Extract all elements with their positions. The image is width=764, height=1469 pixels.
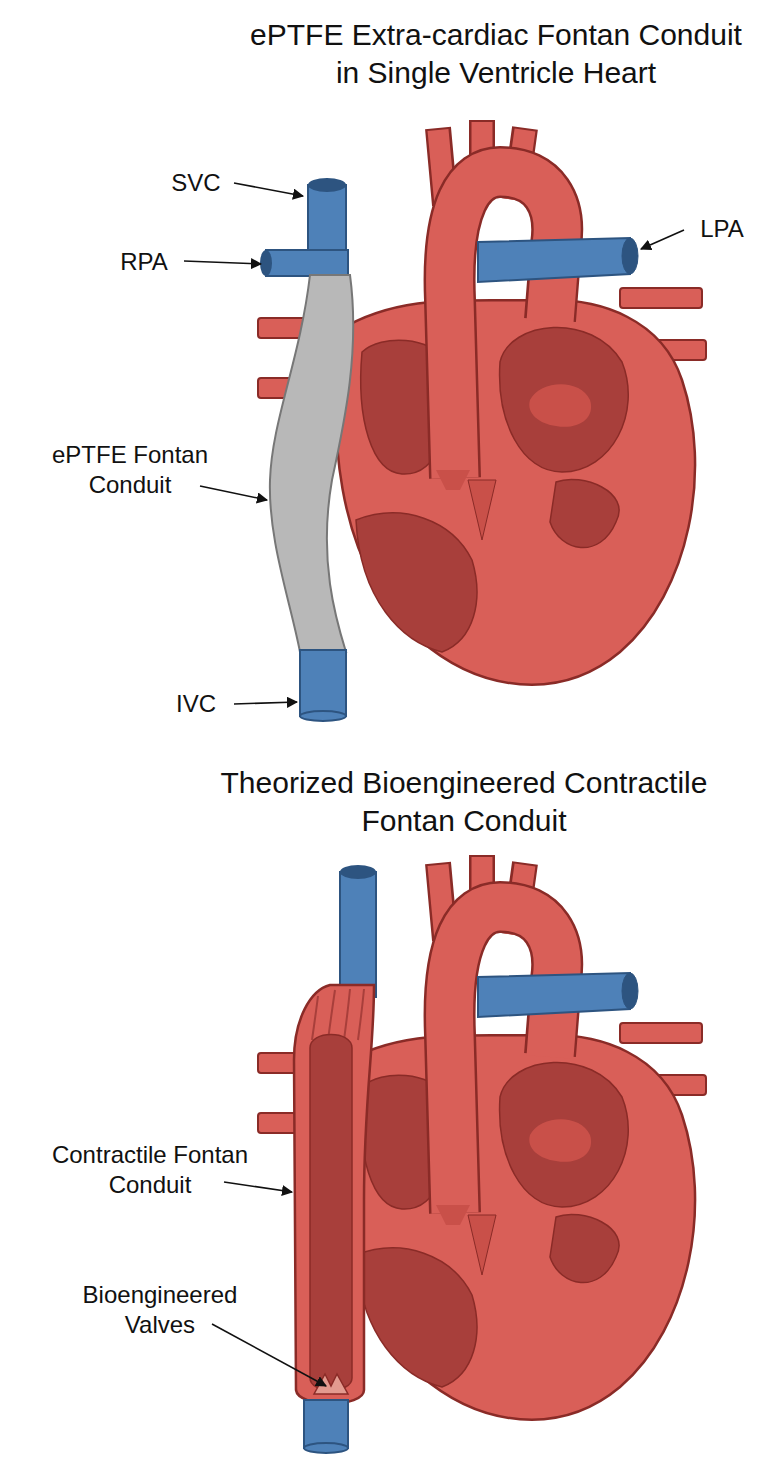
figure-heading: Theorized Bioengineered Contractile Font… xyxy=(196,764,732,840)
leader-line xyxy=(641,230,684,249)
leader-line xyxy=(224,1182,292,1192)
part-label: Contractile Fontan Conduit xyxy=(24,1140,276,1200)
leader-line xyxy=(234,183,303,196)
part-label: RPA xyxy=(106,247,182,277)
leader-line xyxy=(200,486,267,500)
leader-line xyxy=(184,261,261,264)
ivc-vessel xyxy=(304,1400,348,1453)
rpa-vessel xyxy=(260,250,348,276)
part-label: Bioengineered Valves xyxy=(52,1280,268,1340)
heart-illustration xyxy=(258,120,706,685)
part-label: IVC xyxy=(160,689,232,719)
contractile-conduit xyxy=(294,985,374,1404)
ivc-vessel xyxy=(300,650,346,721)
part-label: SVC xyxy=(160,168,232,198)
part-label: ePTFE Fontan Conduit xyxy=(38,440,222,500)
svc-vessel xyxy=(340,865,376,997)
eptfe-conduit xyxy=(270,275,353,652)
part-label: LPA xyxy=(686,214,758,244)
leader-line xyxy=(212,1324,326,1386)
heart-illustration xyxy=(258,855,706,1420)
figure-title: ePTFE Extra-cardiac Fontan Conduit in Si… xyxy=(236,16,756,92)
leader-line xyxy=(234,702,297,704)
